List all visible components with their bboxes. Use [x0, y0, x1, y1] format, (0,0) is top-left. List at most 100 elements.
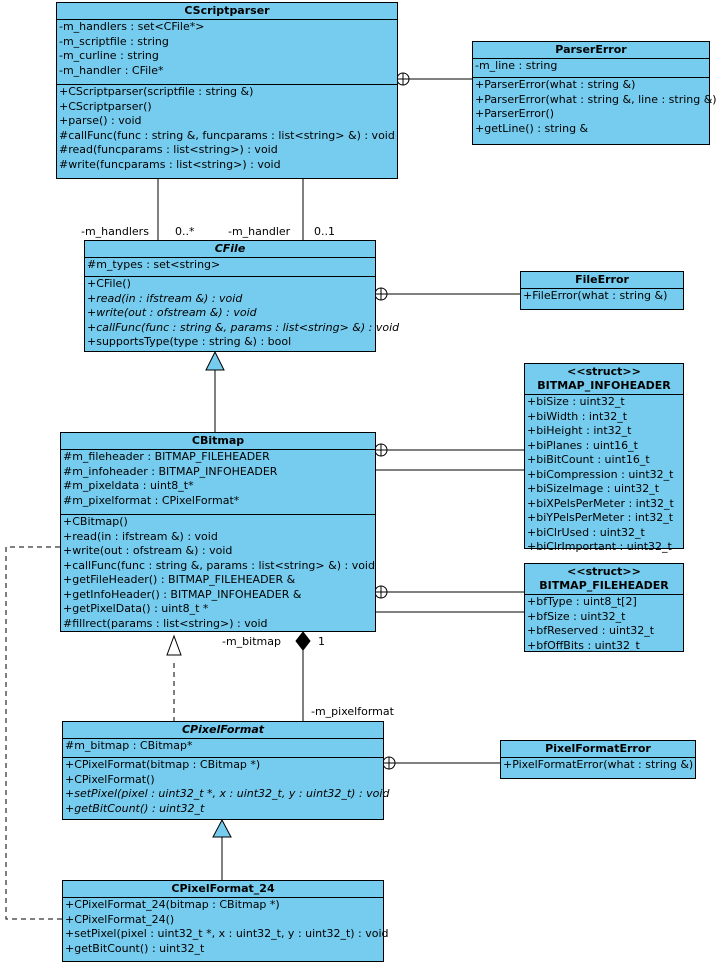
operation-row: +setPixel(pixel : uint32_t *, x : uint32…: [65, 787, 390, 800]
operation-row: +write(out : ofstream &) : void: [63, 544, 233, 557]
operation-row: #fillrect(params : list<string>) : void: [63, 616, 268, 630]
attribute-row: #m_bitmap : CBitmap*: [65, 739, 193, 752]
operation-row: +CPixelFormat(bitmap : CBitmap *): [65, 758, 261, 771]
operation-row: +getLine() : string &: [475, 121, 589, 135]
attribute-row: #m_types : set<string>: [87, 258, 221, 271]
attribute-row: #m_pixelformat : CPixelFormat*: [63, 493, 240, 507]
attribute-row: +biHeight : int32_t: [527, 424, 632, 437]
class-title-cbitmap: CBitmap: [61, 433, 375, 450]
operation-row: +supportsType(type : string &) : bool: [87, 335, 292, 348]
struct-name-label: BITMAP_INFOHEADER: [537, 379, 671, 392]
attributes-compartment-cbitmap: #m_fileheader : BITMAP_FILEHEADER #m_inf…: [61, 450, 375, 515]
operation-row: +getFileHeader() : BITMAP_FILEHEADER &: [63, 573, 296, 586]
operation-row: #write(funcparams : list<string>) : void: [59, 157, 281, 171]
attribute-row: +biSizeImage : uint32_t: [527, 482, 660, 495]
operation-row: +read(in : ifstream &) : void: [63, 529, 218, 543]
operation-row: #callFunc(func : string &, funcparams : …: [59, 128, 395, 142]
attribute-row: +bfOffBits : uint32_t: [527, 638, 640, 652]
class-title-cfile: CFile: [85, 241, 375, 258]
operation-row: +CFile(): [87, 277, 131, 290]
class-box-cpixelformat[interactable]: CPixelFormat #m_bitmap : CBitmap* +CPixe…: [62, 721, 390, 820]
operations-compartment-cscriptparser: +CScriptparser(scriptfile : string &) +C…: [57, 85, 397, 173]
attribute-row: +bfReserved : uint32_t: [527, 624, 655, 637]
operations-compartment-pixelformaterror: +PixelFormatError(what : string &): [501, 758, 695, 774]
class-box-pixelformaterror[interactable]: PixelFormatError +PixelFormatError(what …: [500, 740, 696, 779]
operation-row: +CPixelFormat_24(): [65, 912, 175, 926]
association-multiplicity-m-handler: 0..1: [314, 225, 335, 238]
attribute-row: #m_fileheader : BITMAP_FILEHEADER: [63, 450, 270, 463]
attribute-row: +bfSize : uint32_t: [527, 609, 626, 623]
attribute-row: +biBitCount : uint16_t: [527, 453, 650, 466]
attribute-row: +bfType : uint8_t[2]: [527, 595, 637, 608]
attribute-row: -m_handlers : set<CFile*>: [59, 20, 205, 33]
association-role-m-handlers: -m_handlers: [81, 225, 149, 238]
attribute-row: +biPlanes : uint16_t: [527, 438, 638, 452]
operation-row: +write(out : ofstream &) : void: [87, 306, 257, 319]
attribute-row: #m_infoheader : BITMAP_INFOHEADER: [63, 464, 278, 478]
operation-row: +read(in : ifstream &) : void: [87, 291, 243, 305]
class-title-pixelformaterror: PixelFormatError: [501, 741, 695, 758]
class-title-cscriptparser: CScriptparser: [57, 3, 397, 20]
operation-row: +callFunc(func : string &, params : list…: [87, 320, 400, 334]
operation-row: +CScriptparser(scriptfile : string &): [59, 85, 254, 98]
operations-compartment-cfile: +CFile() +read(in : ifstream &) : void +…: [85, 277, 400, 351]
operation-row: +getPixelData() : uint8_t *: [63, 602, 209, 615]
class-title-parsererror: ParserError: [473, 42, 709, 59]
composition-role-m-pixelformat: -m_pixelformat: [311, 705, 394, 718]
attribute-row: +biWidth : int32_t: [527, 409, 628, 423]
composition-multiplicity-one: 1: [318, 635, 325, 648]
class-box-cpixelformat-24[interactable]: CPixelFormat_24 +CPixelFormat_24(bitmap …: [62, 880, 389, 962]
stereotype-label: <<struct>>: [567, 365, 641, 378]
attribute-row: -m_line : string: [475, 59, 558, 72]
class-box-parsererror[interactable]: ParserError -m_line : string +ParserErro…: [472, 41, 716, 145]
class-box-cfile[interactable]: CFile #m_types : set<string> +CFile() +r…: [84, 240, 400, 352]
operations-compartment-fileerror: +FileError(what : string &): [521, 289, 683, 305]
class-box-bitmap-infoheader[interactable]: <<struct>> BITMAP_INFOHEADER +biSize : u…: [524, 363, 684, 553]
association-role-m-handler: -m_handler: [228, 225, 291, 238]
struct-name-label: BITMAP_FILEHEADER: [539, 579, 669, 592]
operation-row: +getInfoHeader() : BITMAP_INFOHEADER &: [63, 587, 302, 601]
operations-compartment-cpixelformat: +CPixelFormat(bitmap : CBitmap *) +CPixe…: [63, 758, 390, 817]
operation-row: +ParserError(what : string &, line : str…: [475, 92, 716, 106]
operation-row: +CPixelFormat(): [65, 772, 155, 786]
operation-row: +parse() : void: [59, 114, 142, 127]
class-box-cbitmap[interactable]: CBitmap #m_fileheader : BITMAP_FILEHEADE…: [60, 432, 376, 632]
attributes-compartment-cfile: #m_types : set<string>: [85, 258, 375, 277]
class-box-bitmap-fileheader[interactable]: <<struct>> BITMAP_FILEHEADER +bfType : u…: [524, 563, 684, 652]
attribute-row: +biYPelsPerMeter : int32_t: [527, 511, 674, 524]
class-title-bitmap-fileheader: <<struct>> BITMAP_FILEHEADER: [525, 564, 683, 595]
operation-row: +CPixelFormat_24(bitmap : CBitmap *): [65, 898, 280, 911]
attributes-compartment-bitmap-infoheader: +biSize : uint32_t +biWidth : int32_t +b…: [525, 395, 683, 556]
association-multiplicity-m-handlers: 0..*: [175, 225, 195, 238]
attribute-row: #m_pixeldata : uint8_t*: [63, 479, 194, 492]
attribute-row: +biSize : uint32_t: [527, 395, 625, 408]
class-title-cpixelformat: CPixelFormat: [63, 722, 383, 739]
operation-row: +FileError(what : string &): [523, 289, 668, 302]
class-box-cscriptparser[interactable]: CScriptparser -m_handlers : set<CFile*> …: [56, 2, 398, 179]
attribute-row: -m_scriptfile : string: [59, 34, 169, 48]
composition-role-m-bitmap: -m_bitmap: [222, 635, 281, 648]
attribute-row: -m_curline : string: [59, 49, 159, 62]
operation-row: +getBitCount() : uint32_t: [65, 801, 205, 815]
attribute-row: +biXPelsPerMeter : int32_t: [527, 496, 674, 510]
operations-compartment-cbitmap: +CBitmap() +read(in : ifstream &) : void…: [61, 515, 375, 632]
class-title-bitmap-infoheader: <<struct>> BITMAP_INFOHEADER: [525, 364, 683, 395]
attributes-compartment-parsererror: -m_line : string: [473, 59, 709, 78]
operation-row: +ParserError(): [475, 107, 555, 120]
operation-row: +setPixel(pixel : uint32_t *, x : uint32…: [65, 927, 389, 940]
operation-row: +PixelFormatError(what : string &): [503, 758, 694, 771]
operations-compartment-parsererror: +ParserError(what : string &) +ParserErr…: [473, 78, 716, 137]
operation-row: +CScriptparser(): [59, 99, 152, 113]
operation-row: +CBitmap(): [63, 515, 128, 528]
class-title-fileerror: FileError: [521, 272, 683, 289]
attributes-compartment-bitmap-fileheader: +bfType : uint8_t[2] +bfSize : uint32_t …: [525, 595, 683, 654]
operation-row: #read(funcparams : list<string>) : void: [59, 143, 278, 156]
attribute-row: -m_handler : CFile*: [59, 63, 164, 77]
attribute-row: +biClrImportant : uint32_t: [527, 540, 672, 553]
operations-compartment-cpixelformat-24: +CPixelFormat_24(bitmap : CBitmap *) +CP…: [63, 898, 389, 957]
attribute-row: +biCompression : uint32_t: [527, 467, 674, 481]
attribute-row: +biClrUsed : uint32_t: [527, 525, 645, 539]
class-box-fileerror[interactable]: FileError +FileError(what : string &): [520, 271, 684, 310]
